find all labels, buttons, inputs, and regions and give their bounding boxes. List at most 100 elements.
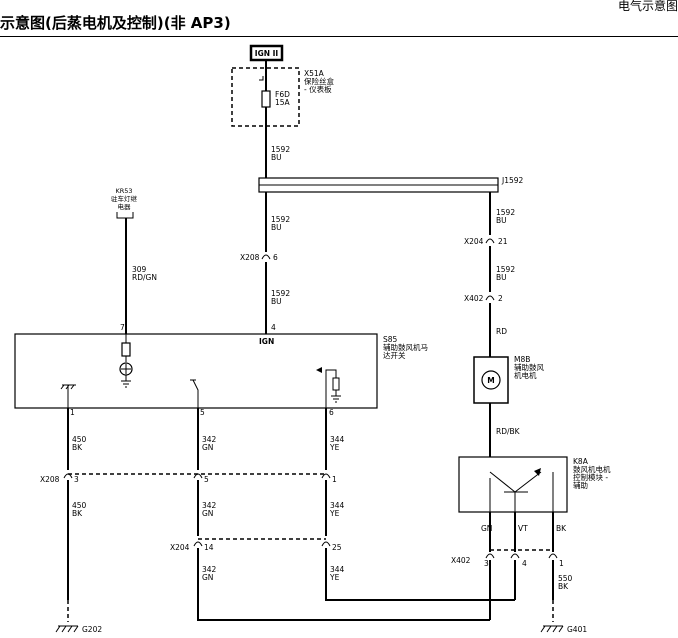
w342c-num: 342 [202,565,217,574]
wire1-color: BU [271,153,282,162]
x402-right-pin: 2 [498,294,503,303]
s85-pin-7: 7 [120,323,125,332]
terminal-mark [259,76,264,81]
ground-g401-icon [540,625,564,633]
w344b-color: YE [329,509,340,518]
s85-pin-4: 4 [271,323,276,332]
wire4-num: 1592 [271,289,290,298]
ign-ii-source: IGN II [249,44,284,62]
resistor-icon [121,342,131,357]
s85-pin-1: 1 [70,408,75,417]
s85-pin-6: 6 [329,408,334,417]
s85-ign-label: IGN [259,337,274,346]
m8b-id: M8B [514,355,530,364]
wire-rd-color: RD [496,327,507,336]
w342a-num: 342 [202,435,217,444]
k8a-id: K8A [573,457,589,466]
wire3-num: 1592 [496,208,515,217]
wire4-color: BU [271,297,282,306]
kr53-relay: KR53 驻车灯继 电器 [111,187,138,219]
m8b-blower-motor: M M8B 辅助鼓风 机电机 [473,355,544,404]
k8a-desc1: 鼓风机电机 [573,464,611,474]
x204-low-pin-b: 25 [332,543,342,552]
k8a-blower-control-module: K8A 鼓风机电机 控制模块 - 辅助 GN VT BK [458,456,611,533]
wire-342-c [197,548,490,621]
w550-color: BK [558,582,569,591]
ground-g202-icon [55,625,79,633]
x402-low-id: X402 [451,556,471,565]
wire3-color: BU [496,216,507,225]
wire5-color: BU [496,273,507,282]
wire-344-c [325,548,515,601]
s85-desc2: 达开关 [383,350,406,360]
g401-label: G401 [567,625,587,634]
wire2-color: BU [271,223,282,232]
x402-low-pin-b: 4 [522,559,527,568]
x402-right-id: X402 [464,294,484,303]
s85-desc1: 辅助鼓风机马 [383,342,428,352]
w342c-color: GN [202,573,213,582]
k8a-desc2: 控制模块 - [573,472,608,482]
k8a-pin-vt: VT [518,524,528,533]
x204-right-pin: 21 [498,237,508,246]
ground-g401: G401 [540,600,587,634]
x51a-desc2: - 仪表板 [304,84,332,94]
k8a-pin-bk: BK [556,524,567,533]
ground-g202: G202 [55,600,102,634]
wire1-num: 1592 [271,145,290,154]
motor-icon [481,370,501,390]
w344a-num: 344 [330,435,345,444]
x208-top-pin: 6 [273,253,278,262]
fuse-f6d-icon [261,90,271,108]
wire-rdbk-color: RD/BK [496,427,521,436]
x204-low-pin-a: 14 [204,543,214,552]
x51a-id: X51A [304,69,325,78]
connector-x204-low: X204 14 25 [170,538,342,552]
x51a-desc1: 保险丝盒 [304,76,334,86]
w344a-color: YE [329,443,340,452]
connector-x402-right-icon [485,295,495,301]
wire309-color: RD/GN [132,273,157,282]
transistor-icon [489,471,542,512]
x208-mid-pin-c: 1 [332,475,337,484]
x402-low-pin-c: 1 [559,559,564,568]
connector-x204-right-icon [485,238,495,244]
w344c-num: 344 [330,565,345,574]
w342b-num: 342 [202,501,217,510]
splice-j1592: J1592 [258,176,524,193]
fuse-id: F6D [275,90,290,99]
wire2-num: 1592 [271,215,290,224]
speed-resistor-icon [332,377,340,391]
k8a-desc3: 辅助 [573,480,588,490]
x402-low-pin-a: 3 [484,559,489,568]
x204-right-id: X204 [464,237,484,246]
g202-label: G202 [82,625,102,634]
x208-mid-pin-b: 5 [204,475,209,484]
k8a-pin-gn: GN [481,524,492,533]
header-section-title: 电气示意图 [618,0,678,13]
x208-mid-id: X208 [40,475,60,484]
w450a-num: 450 [72,435,87,444]
wire309-num: 309 [132,265,147,274]
x51a-fuse-block: X51A 保险丝盒 - 仪表板 F6D 15A [231,67,334,127]
w450a-color: BK [72,443,83,452]
motor-symbol: M [487,376,494,385]
s85-pin-5: 5 [200,408,205,417]
connector-x402-low: X402 3 4 1 [451,549,564,568]
fuse-rating: 15A [275,98,291,107]
splice-label: J1592 [501,176,524,185]
s85-blower-switch: S85 辅助鼓风机马 达开关 7 4 IGN 1 5 6 [14,323,428,417]
ground-icon [60,384,76,408]
w342a-color: GN [202,443,213,452]
wire5-num: 1592 [496,265,515,274]
x204-low-id: X204 [170,543,190,552]
w342b-color: GN [202,509,213,518]
switch-contact-icon [190,379,199,408]
connector-x208-mid: X208 3 5 1 [40,473,337,484]
kr53-desc1: 驻车灯继 [111,194,138,203]
x208-mid-pin-a: 3 [74,475,79,484]
page-title: 示意图(后蒸电机及控制)(非 AP3) [0,14,231,32]
w450b-num: 450 [72,501,87,510]
m8b-desc1: 辅助鼓风 [514,362,544,372]
